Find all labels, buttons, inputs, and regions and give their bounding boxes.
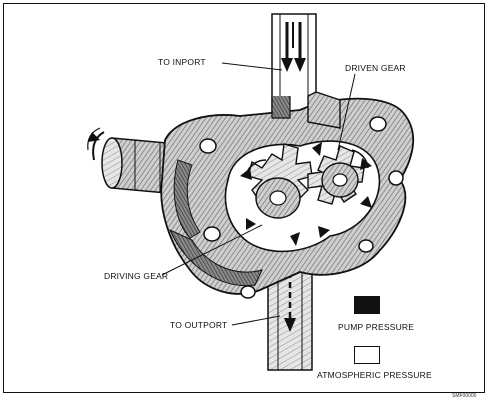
leader-driven-gear: [337, 73, 356, 151]
driven-gear-shape: [307, 145, 365, 205]
legend-pump-pressure-label: PUMP PRESSURE: [338, 322, 415, 332]
leader-to-inport: [221, 62, 283, 71]
legend-atmospheric-pressure-label: ATMOSPHERIC PRESSURE: [317, 370, 432, 380]
label-to-inport: TO INPORT: [158, 57, 206, 67]
label-driving-gear: DRIVING GEAR: [104, 271, 169, 281]
legend-atmospheric-pressure-swatch: [354, 346, 380, 364]
label-to-outport: TO OUTPORT: [170, 320, 228, 330]
figure-code: SMF00000: [452, 393, 477, 399]
driving-gear-shape: [247, 143, 313, 219]
inlet-port-block: [271, 91, 341, 129]
leader-to-outport: [231, 315, 281, 326]
inflow-arrows-icon: [281, 22, 306, 72]
label-driven-gear: DRIVEN GEAR: [345, 63, 406, 73]
leader-driving-gear: [161, 224, 263, 276]
rotation-arrow-icon: [87, 127, 105, 161]
leader-lines: [161, 62, 356, 326]
flow-arrows-icon: [240, 142, 372, 246]
legend-pump-pressure-swatch: [354, 296, 380, 314]
